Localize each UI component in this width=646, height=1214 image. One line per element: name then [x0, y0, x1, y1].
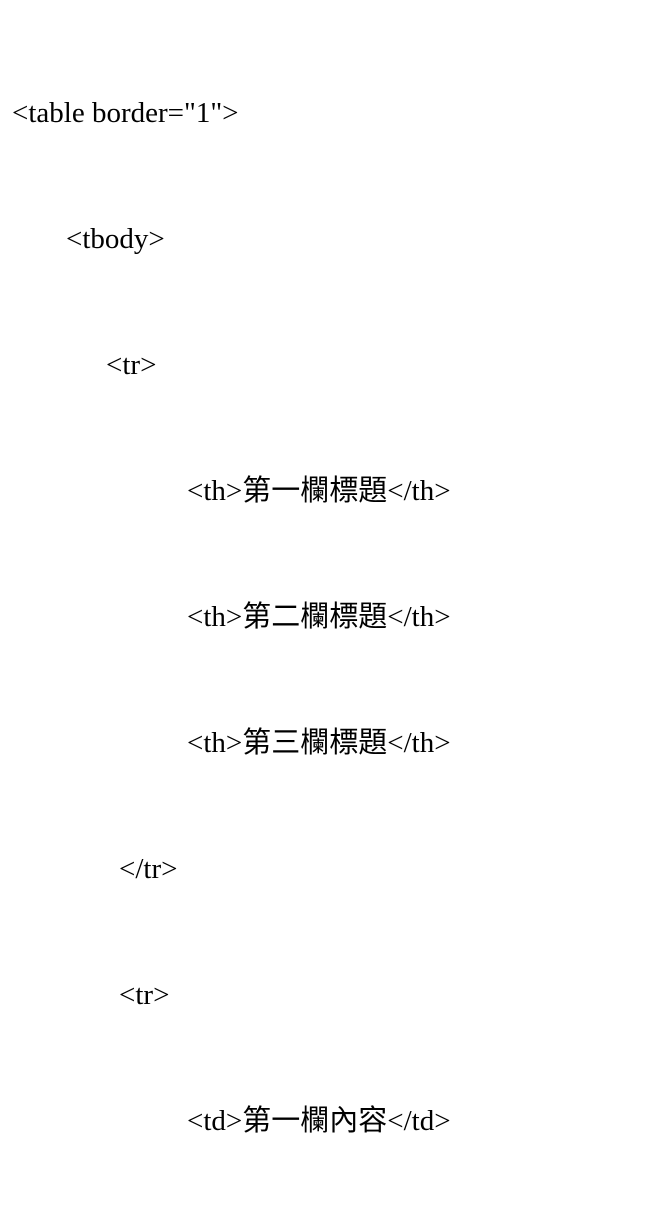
code-line: <tr> — [106, 349, 157, 381]
code-line: <table border="1"> — [12, 97, 239, 129]
code-line: <th>第三欄標題</th> — [187, 727, 451, 759]
code-line: <td>第一欄內容</td> — [187, 1105, 451, 1137]
code-line: <th>第二欄標題</th> — [187, 601, 451, 633]
code-line: <tbody> — [66, 223, 165, 255]
code-line: <th>第一欄標題</th> — [187, 475, 451, 507]
code-line: </tr> — [119, 853, 178, 885]
code-line: <tr> — [119, 979, 170, 1011]
